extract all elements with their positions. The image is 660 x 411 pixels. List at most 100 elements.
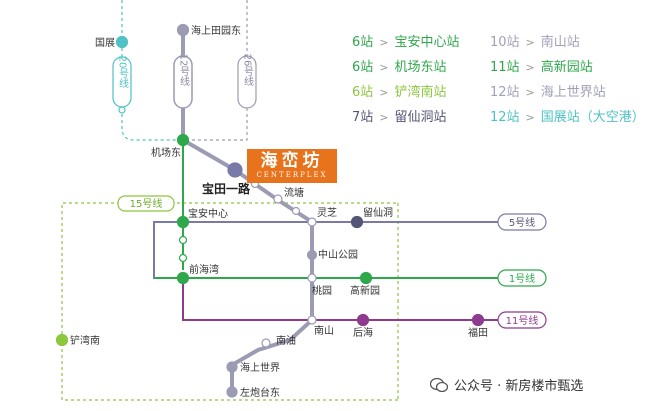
station-qianhaiwan-icon xyxy=(176,271,190,285)
label-haishang-tianyuan-dong: 海上田园东 xyxy=(191,24,241,37)
line-1-label: 1号线 xyxy=(509,272,535,285)
station-taoyuan-icon xyxy=(307,273,317,283)
line-15-badge: 15号线 xyxy=(117,195,175,212)
legend-dest: 留仙洞站 xyxy=(394,110,447,125)
station-zhongshan-gongyuan-icon xyxy=(306,249,318,261)
station-gaoxinyuan-icon xyxy=(359,271,373,285)
legend-dest: 机场东站 xyxy=(394,60,447,75)
line-5-badge: 5号线 xyxy=(497,213,547,231)
chevron-right-icon: > xyxy=(379,36,389,49)
station-haishang-shijie-icon xyxy=(226,361,238,373)
label-houhai: 后海 xyxy=(353,326,373,339)
legend-dest: 海上世界站 xyxy=(540,85,606,100)
label-qianhaiwan: 前海湾 xyxy=(189,263,219,276)
station-jichang-dong-icon xyxy=(176,133,190,147)
station-nanshan-icon xyxy=(307,315,317,325)
wechat-watermark: 公众号 · 新房楼市甄选 xyxy=(430,375,583,394)
station-node-icon xyxy=(291,206,301,216)
station-baotian-yilu-icon xyxy=(227,162,243,178)
legend-dest: 铲湾南站 xyxy=(394,85,447,100)
legend-stops: 12站 xyxy=(490,85,520,100)
line-12-badge: 12号线 xyxy=(173,54,193,109)
brand-name-en: CENTERPLEX xyxy=(256,171,328,179)
line-11-path xyxy=(182,278,500,321)
station-yiwannan-icon xyxy=(55,333,69,347)
chevron-right-icon: > xyxy=(525,61,535,74)
line-12-label: 12号线 xyxy=(178,54,190,87)
legend-item-6: 12站 > 海上世界站 xyxy=(490,81,606,100)
wechat-icon xyxy=(430,378,448,392)
chevron-right-icon: > xyxy=(525,111,535,124)
label-zhongshan-gongyuan: 中山公园 xyxy=(318,248,358,261)
chevron-right-icon: > xyxy=(525,86,535,99)
label-futian: 福田 xyxy=(468,326,488,339)
station-node-icon xyxy=(118,106,126,114)
legend-stops: 11站 xyxy=(490,60,520,75)
line-26-badge: 26号线 xyxy=(237,54,257,109)
legend-dest: 高新园站 xyxy=(540,60,593,75)
label-taoyuan: 桃园 xyxy=(312,284,332,297)
chevron-right-icon: > xyxy=(379,111,389,124)
station-baoan-zhongxin-icon xyxy=(176,215,190,229)
label-nanyou: 南油 xyxy=(276,334,296,347)
line-15-loop xyxy=(61,202,399,401)
line-26-path xyxy=(190,0,248,141)
project-brand-badge: 海峦坊 CENTERPLEX xyxy=(247,149,337,183)
legend-item-2: 10站 > 南山站 xyxy=(490,31,580,50)
label-haishang-shijie: 海上世界 xyxy=(240,361,280,374)
station-nanyou-icon xyxy=(261,338,271,348)
station-node-icon xyxy=(178,253,188,263)
legend-item-7: 7站 > 留仙洞站 xyxy=(352,106,447,125)
line-5-label: 5号线 xyxy=(509,216,535,229)
legend-item-3: 6站 > 机场东站 xyxy=(352,56,447,75)
line-11-label: 11号线 xyxy=(506,314,539,327)
line-1-badge: 1号线 xyxy=(497,269,547,287)
station-liuxiandong-icon xyxy=(350,215,364,229)
line-20-path xyxy=(121,0,183,141)
label-lingzhi: 灵芝 xyxy=(317,206,337,219)
chevron-right-icon: > xyxy=(525,36,535,49)
station-liutang-icon xyxy=(273,194,283,204)
legend-dest: 宝安中心站 xyxy=(394,35,460,50)
legend-item-5: 6站 > 铲湾南站 xyxy=(352,81,447,100)
line-26-label: 26号线 xyxy=(242,54,254,87)
station-houhai-icon xyxy=(356,313,370,327)
legend-dest: 南山站 xyxy=(540,35,580,50)
label-jichang-dong: 机场东 xyxy=(151,146,181,159)
legend-dest: 国展站（大空港） xyxy=(540,110,645,125)
legend-stops: 6站 xyxy=(352,35,374,50)
station-node-icon xyxy=(178,235,188,245)
watermark-text: 公众号 · 新房楼市甄选 xyxy=(454,379,584,394)
line-11-badge: 11号线 xyxy=(497,311,547,329)
label-gaoxinyuan: 高新园 xyxy=(350,284,380,297)
label-liutang: 流塘 xyxy=(284,186,304,199)
label-liuxiandong: 留仙洞 xyxy=(363,206,393,219)
line-15-label: 15号线 xyxy=(130,197,163,210)
label-baoan-zhongxin: 宝安中心 xyxy=(188,207,228,220)
label-nanshan: 南山 xyxy=(314,324,334,337)
label-yiwannan: 铲湾南 xyxy=(70,334,100,347)
chevron-right-icon: > xyxy=(379,86,389,99)
legend-stops: 12站 xyxy=(490,110,520,125)
legend-item-1: 6站 > 宝安中心站 xyxy=(352,31,460,50)
label-guozhan: 国展 xyxy=(95,37,115,49)
line-20-badge: 20号线 xyxy=(112,56,132,108)
legend-stops: 10站 xyxy=(490,35,520,50)
legend-item-8: 12站 > 国展站（大空港） xyxy=(490,106,645,125)
legend-item-4: 11站 > 高新园站 xyxy=(490,56,593,75)
label-zuopaotai-dong: 左炮台东 xyxy=(240,386,280,399)
station-guozhan-icon xyxy=(115,35,129,49)
legend-stops: 7站 xyxy=(352,110,374,125)
legend-stops: 6站 xyxy=(352,60,374,75)
line-1-path xyxy=(153,128,520,279)
legend-stops: 6站 xyxy=(352,85,374,100)
line-5-path xyxy=(153,221,500,278)
line-20-label: 20号线 xyxy=(117,56,129,89)
station-haishang-tianyuan-dong-icon xyxy=(176,23,190,37)
label-baotian-yilu: 宝田一路 xyxy=(202,181,251,196)
station-zuopaotai-dong-icon xyxy=(226,386,238,398)
station-lingzhi-icon xyxy=(307,217,317,227)
station-futian-icon xyxy=(471,313,485,327)
chevron-right-icon: > xyxy=(379,61,389,74)
brand-name-cn: 海峦坊 xyxy=(260,151,324,171)
